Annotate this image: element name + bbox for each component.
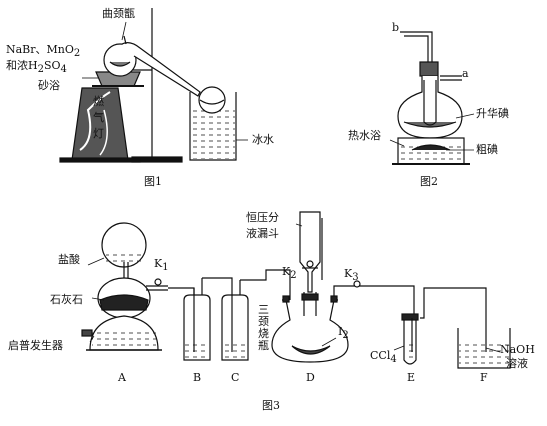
label-tube-b: b: [392, 21, 400, 34]
figure1-apparatus: [59, 8, 248, 163]
tube-C-D: [240, 269, 291, 300]
label-burner-1: 燃: [93, 95, 104, 108]
label-ice-water: 冰水: [252, 133, 274, 146]
wash-bottle-B: [183, 278, 211, 361]
pressure-funnel: [299, 211, 323, 293]
label-crude-iodine: 粗碘: [476, 143, 498, 156]
label-k1: K1: [154, 257, 169, 274]
retort-flask: [103, 35, 201, 97]
kipp-generator: [81, 222, 168, 351]
label-burner-3: 灯: [93, 127, 104, 140]
label-hydrochloric-acid: 盐酸: [58, 253, 80, 266]
label-naoh-2: 溶液: [506, 357, 528, 370]
label-three-neck-1: 三: [258, 303, 269, 316]
label-apparatus-B: B: [193, 371, 202, 384]
test-tube-E: [401, 313, 419, 365]
tube-a: [440, 75, 462, 81]
iron-stand: [128, 8, 183, 163]
label-three-neck-2: 颈: [258, 315, 269, 328]
label-naoh-1: NaOH: [500, 343, 535, 356]
gas-burner: [59, 87, 141, 163]
caption-figure1: 图1: [144, 175, 162, 188]
label-burner-2: 气: [93, 111, 104, 124]
figure3-apparatus: [81, 211, 511, 369]
label-retort-flask: 曲颈甑: [102, 7, 135, 20]
label-limestone: 石灰石: [50, 293, 83, 306]
label-reagents-line1: NaBr、MnO2: [6, 43, 81, 60]
label-kipp-generator: 启普发生器: [8, 339, 63, 352]
label-three-neck-4: 瓶: [258, 339, 269, 352]
label-k3: K3: [344, 267, 359, 284]
label-apparatus-A: A: [118, 371, 126, 384]
tube-D-E: [333, 285, 415, 326]
label-apparatus-F: F: [480, 371, 488, 384]
label-hot-water-bath: 热水浴: [348, 129, 381, 142]
caption-figure2: 图2: [420, 175, 438, 188]
label-sand-bath: 砂浴: [38, 79, 60, 92]
tube-B-C: [202, 277, 233, 295]
label-funnel-2: 液漏斗: [246, 227, 279, 240]
three-neck-flask: [271, 292, 349, 363]
label-funnel-1: 恒压分: [246, 211, 279, 224]
label-iodine: I2: [338, 325, 349, 342]
label-apparatus-D: D: [306, 371, 315, 384]
label-tube-a: a: [462, 67, 469, 80]
wash-bottle-C: [221, 280, 249, 361]
caption-figure3: 图3: [262, 399, 280, 412]
label-k2: K2: [282, 265, 297, 282]
label-ccl4: CCl4: [370, 349, 397, 366]
label-apparatus-C: C: [231, 371, 240, 384]
figure2-apparatus: [389, 31, 475, 165]
label-reagents-line2: 和浓H2SO4: [6, 59, 67, 76]
sand-bath: [92, 71, 144, 87]
label-apparatus-E: E: [407, 371, 416, 384]
tube-E-F: [420, 287, 487, 352]
ice-water-beaker: [189, 86, 248, 161]
label-three-neck-3: 烧: [258, 327, 269, 340]
label-sublimed-iodine: 升华碘: [476, 107, 509, 120]
beaker-F: [457, 328, 511, 369]
